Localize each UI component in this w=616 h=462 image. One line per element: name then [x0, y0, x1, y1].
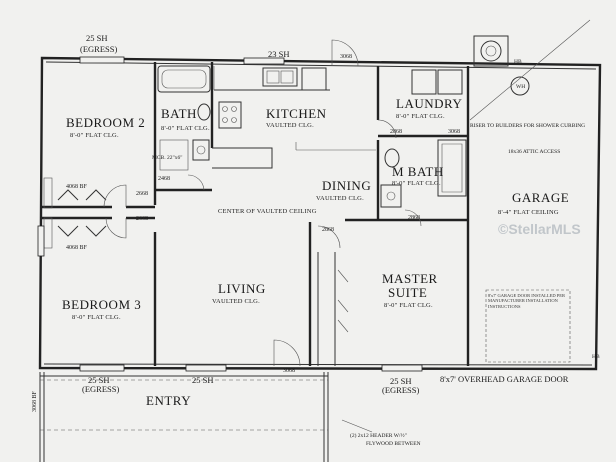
bath-ceiling: 8'-0" FLAT CLG. — [161, 125, 210, 132]
door-master-label: 2868 — [322, 227, 334, 233]
bedroom2-name: BEDROOM 2 — [66, 115, 145, 130]
bath-name: BATH — [161, 106, 197, 121]
door-laundry-left-label: 2868 — [390, 129, 402, 135]
wh-label: WH — [516, 84, 525, 90]
door-hall-a-label: 2668 — [136, 191, 148, 197]
bedroom2-ceiling: 8'-0" FLAT CLG. — [70, 132, 119, 139]
interior-walls — [39, 62, 470, 462]
master-shower — [437, 139, 467, 197]
window-bottom-mid-label: 25 SH — [192, 375, 214, 385]
riser-note: RISER TO BUILDERS FOR SHOWER CURBING — [470, 123, 585, 129]
door-entry-label: 3068 — [283, 368, 295, 374]
bath-closet-label: MCB. 22"x6" — [152, 155, 182, 161]
door-mbath-label: 2868 — [408, 215, 420, 221]
watermark: ©StellarMLS — [498, 221, 581, 237]
door-hall-b-label: 2468 — [158, 176, 170, 182]
kitchen-ceiling: VAULTED CLG. — [266, 122, 314, 129]
hall-toilet — [197, 103, 211, 121]
washer — [411, 69, 437, 95]
laundry-ceiling: 8'-0" FLAT CLG. — [396, 113, 445, 120]
bedroom3-name: BEDROOM 3 — [62, 297, 141, 312]
window-bottom-right-egress: (EGRESS) — [382, 385, 419, 395]
attic-note: 18x36 ATTIC ACCESS — [508, 149, 560, 155]
header-note: (2) 2x12 HEADER W/½" — [350, 432, 407, 439]
mbath-name: M BATH — [392, 164, 444, 179]
garage-ceiling: 8'-4" FLAT CEILING — [498, 209, 559, 216]
door-laundry-right-label: 3068 — [448, 129, 460, 135]
fixtures — [43, 35, 571, 363]
window-top-left-egress: (EGRESS) — [80, 44, 117, 54]
garage-detail-note-wrap: 8'x7' GARAGE DOOR INSTALLED PER MANUFACT… — [488, 293, 566, 309]
center-vaulted-note: CENTER OF VAULTED CEILING — [218, 208, 317, 215]
garage-detail-note: 8'x7' GARAGE DOOR INSTALLED PER MANUFACT… — [488, 293, 566, 309]
hall-tub — [157, 65, 211, 93]
door-swings — [103, 39, 422, 367]
mbath-ceiling: 8'-0" FLAT CLG. — [392, 180, 441, 187]
window-bottom-left-egress: (EGRESS) — [82, 384, 119, 394]
hall-sink — [192, 139, 210, 161]
header-note-2: FLYWOOD BETWEEN — [366, 441, 421, 447]
window-kitchen-label: 23 SH — [268, 49, 290, 59]
master-name: MASTER — [382, 271, 438, 286]
kitchen-sink — [262, 67, 298, 87]
entry-name: ENTRY — [146, 393, 191, 408]
window-bottom-left-label: 25 SH — [88, 375, 110, 385]
hb2-label: HB — [592, 354, 600, 360]
bedroom3-ceiling: 8'-0" FLAT CLG. — [72, 314, 121, 321]
porch-details — [40, 19, 591, 433]
door-top-label: 3068 — [340, 54, 352, 60]
master-name-2: SUITE — [388, 285, 427, 300]
dining-ceiling: VAULTED CLG. — [316, 195, 364, 202]
master-ceiling: 8'-0" FLAT CLG. — [384, 302, 433, 309]
garage-door-detail — [485, 289, 571, 363]
living-ceiling: VAULTED CLG. — [212, 298, 260, 305]
hb-label: HB — [514, 59, 522, 65]
window-bottom-right-label: 25 SH — [390, 376, 412, 386]
window-marks — [37, 56, 423, 372]
door-side-label: 3068 BF — [32, 390, 38, 412]
bed2-bifold — [57, 189, 107, 201]
master-toilet — [384, 148, 400, 168]
kitchen-name: KITCHEN — [266, 106, 327, 121]
garage-name: GARAGE — [512, 190, 569, 205]
garage-door-label: 8'x7' OVERHEAD GARAGE DOOR — [440, 374, 569, 384]
door-hall-c-label: 2668 — [136, 216, 148, 222]
bed3-bifold — [57, 225, 107, 237]
door-bed2-closet-label: 4068 BF — [66, 184, 88, 190]
door-bed3-closet-label: 4068 BF — [66, 245, 88, 251]
refrigerator — [301, 67, 327, 91]
dining-name: DINING — [322, 178, 371, 193]
ac-unit — [473, 35, 509, 67]
range — [218, 101, 242, 129]
living-name: LIVING — [218, 281, 266, 296]
laundry-name: LAUNDRY — [396, 96, 462, 111]
window-top-left-label: 25 SH — [86, 33, 108, 43]
master-sink — [380, 184, 402, 208]
dryer — [437, 69, 463, 95]
